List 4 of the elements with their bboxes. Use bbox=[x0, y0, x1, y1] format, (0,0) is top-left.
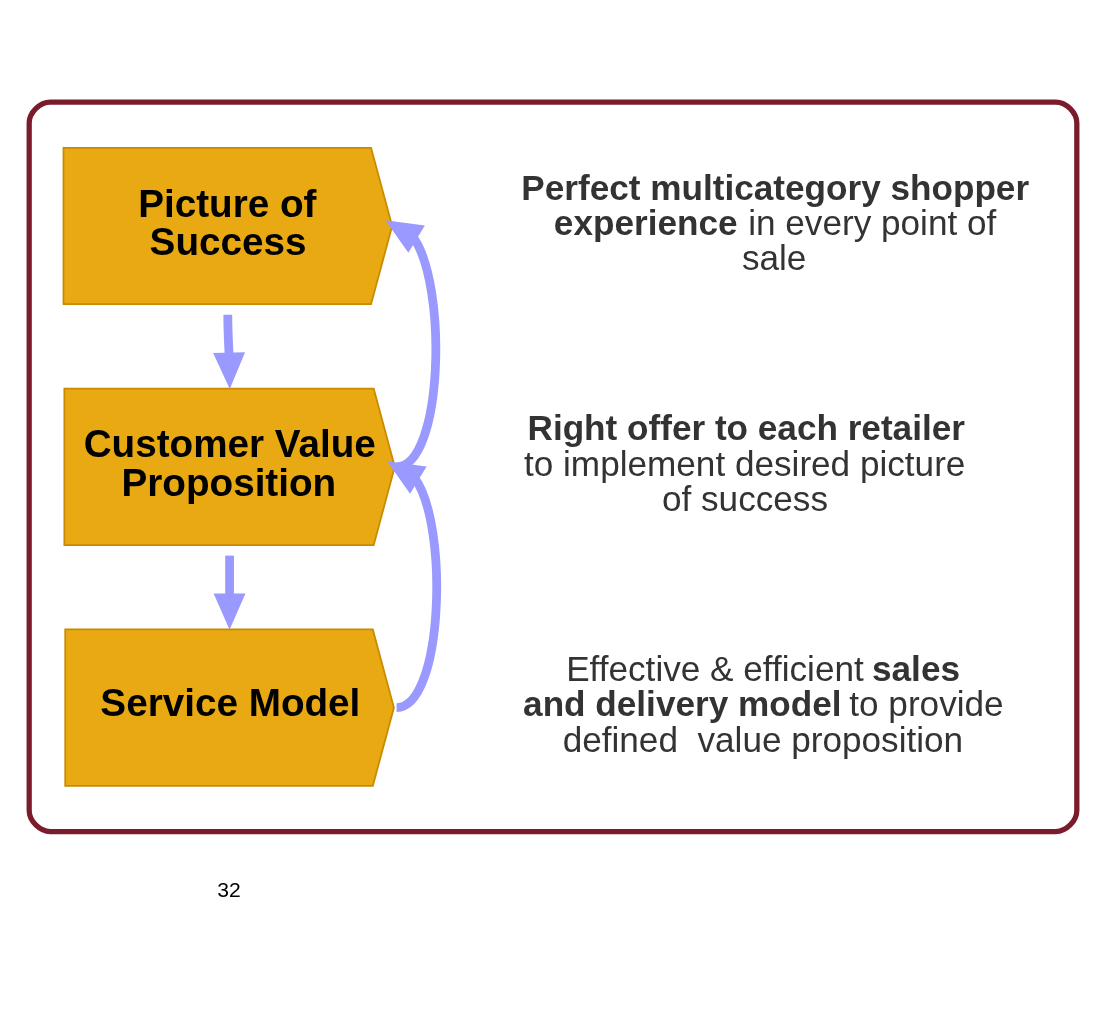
label: 32 bbox=[217, 877, 241, 901]
node-label: Perfect multicategory shopper experience in every point of sale bbox=[521, 167, 1030, 277]
node-label: Right offer to each retailer to implement desired picture of success bbox=[524, 408, 966, 518]
node-label: Effective & efficient sales and delivery model to provide defined value proposition bbox=[523, 649, 1004, 759]
